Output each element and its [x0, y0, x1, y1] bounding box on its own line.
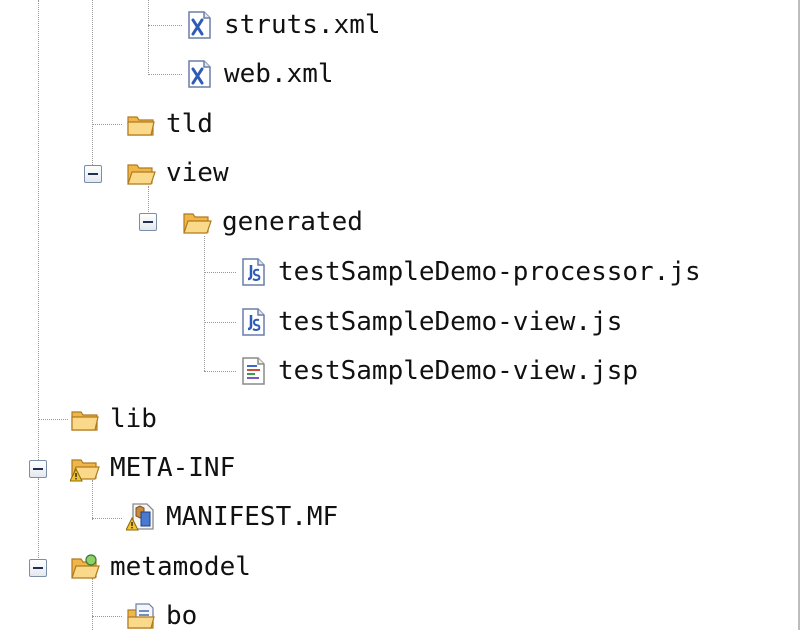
xml-file-icon: [184, 10, 214, 40]
tree-line: [92, 616, 122, 617]
tree-item-web-xml[interactable]: web.xml: [184, 54, 334, 94]
tree-item-tld[interactable]: tld: [126, 104, 213, 144]
tree-item-meta-inf[interactable]: META-INF: [70, 448, 235, 488]
tree-line: [204, 236, 205, 371]
tree-item-label: META-INF: [110, 453, 236, 483]
tree-item-label: bo: [166, 601, 198, 630]
folder-open-icon: [126, 158, 156, 188]
tree-item-label: metamodel: [110, 552, 251, 582]
package-folder-icon: [126, 601, 156, 630]
tree-item-view-jsp[interactable]: testSampleDemo-view.jsp: [238, 351, 638, 391]
tree-line: [92, 0, 93, 165]
tree-line: [148, 25, 182, 26]
tree-line: [204, 272, 236, 273]
tree-line: [92, 124, 122, 125]
tree-item-generated[interactable]: generated: [182, 202, 363, 242]
folder-source-icon: [70, 552, 100, 582]
tree-item-label: generated: [222, 207, 363, 237]
folder-open-icon: [182, 207, 212, 237]
tree-line: [38, 0, 39, 480]
folder-icon: [70, 404, 100, 434]
tree-item-bo[interactable]: bo: [126, 596, 197, 630]
tree-line: [38, 478, 39, 568]
collapse-toggle-generated[interactable]: [139, 213, 157, 231]
tree-item-label: testSampleDemo-processor.js: [278, 257, 701, 287]
tree-item-view[interactable]: view: [126, 153, 229, 193]
tree-line: [204, 322, 236, 323]
tree-line: [148, 186, 149, 216]
js-file-icon: [238, 307, 268, 337]
tree-item-label: MANIFEST.MF: [166, 502, 339, 532]
tree-item-label: testSampleDemo-view.js: [278, 307, 623, 337]
tree-line: [204, 371, 236, 372]
js-file-icon: [238, 257, 268, 287]
tree-item-label: testSampleDemo-view.jsp: [278, 356, 639, 386]
collapse-toggle-meta-inf[interactable]: [29, 460, 47, 478]
jsp-file-icon: [238, 356, 268, 386]
tree-line: [92, 480, 93, 520]
tree-item-label: lib: [110, 404, 157, 434]
collapse-toggle-view[interactable]: [84, 165, 102, 183]
tree-item-label: view: [166, 158, 229, 188]
tree-line: [92, 578, 93, 630]
tree-item-processor-js[interactable]: testSampleDemo-processor.js: [238, 252, 701, 292]
tree-line: [92, 518, 122, 519]
tree-line: [38, 419, 68, 420]
folder-warning-icon: [70, 453, 100, 483]
folder-icon: [126, 109, 156, 139]
manifest-warning-icon: [126, 502, 156, 532]
tree-item-struts-xml[interactable]: struts.xml: [184, 5, 381, 45]
xml-file-icon: [184, 59, 214, 89]
tree-line: [148, 74, 182, 75]
tree-item-label: web.xml: [224, 59, 334, 89]
tree-item-manifest[interactable]: MANIFEST.MF: [126, 497, 338, 537]
collapse-toggle-metamodel[interactable]: [29, 559, 47, 577]
tree-line: [148, 0, 149, 75]
tree-item-label: struts.xml: [224, 10, 381, 40]
tree-item-lib[interactable]: lib: [70, 399, 157, 439]
tree-item-label: tld: [166, 109, 213, 139]
tree-item-view-js[interactable]: testSampleDemo-view.js: [238, 302, 622, 342]
tree-item-metamodel[interactable]: metamodel: [70, 547, 251, 587]
